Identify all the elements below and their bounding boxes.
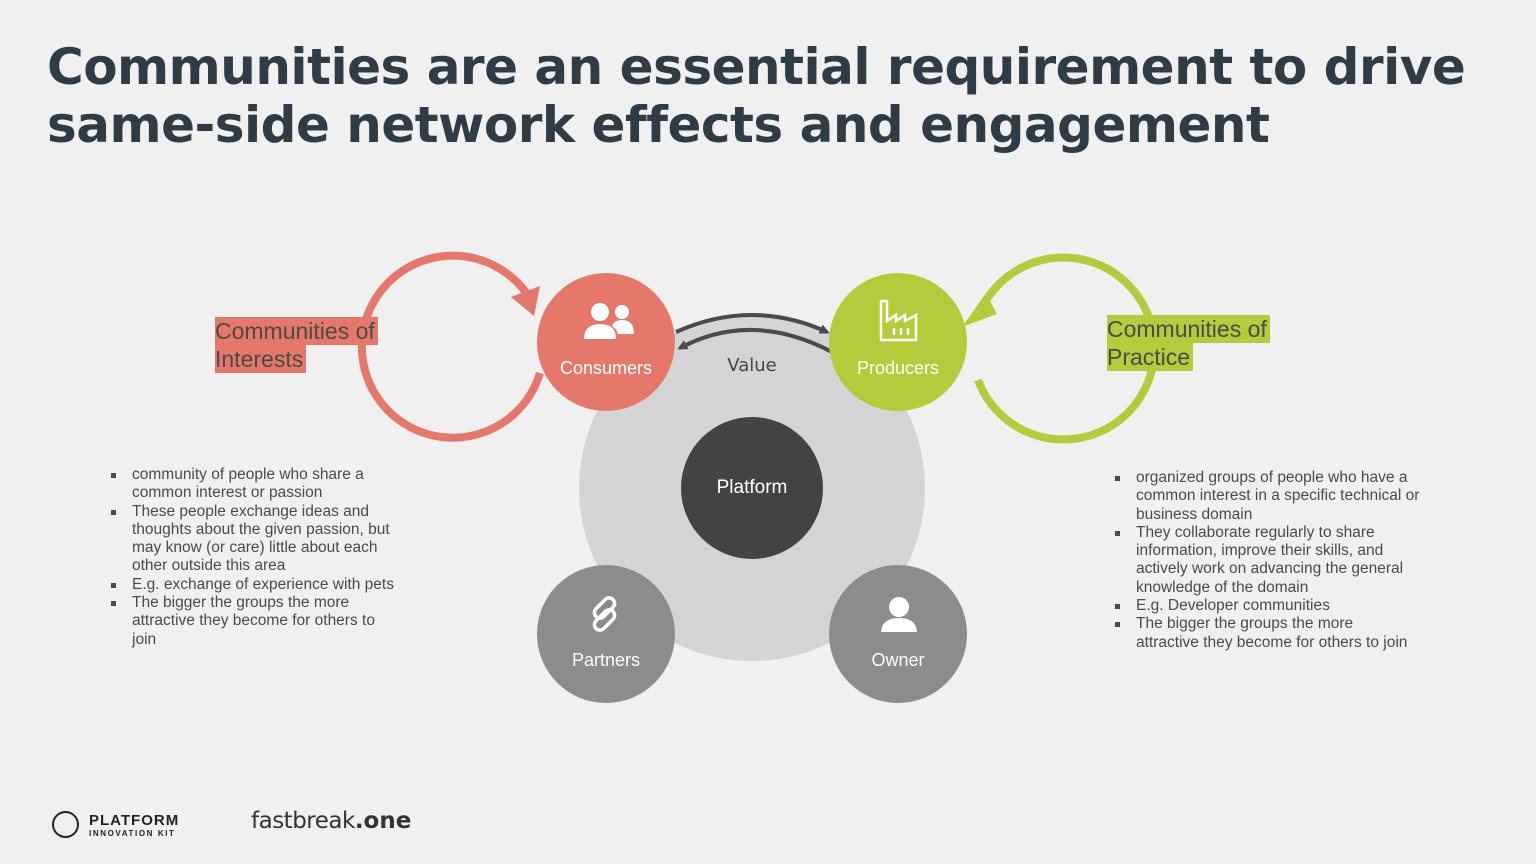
factory-icon [879,299,918,342]
users-icon [584,303,634,339]
interests-bullet-list: community of people who share a common i… [110,466,400,649]
consumers-label: Consumers [560,358,652,378]
list-item: E.g. exchange of experience with pets [110,576,400,594]
platform-label: Platform [717,477,788,498]
link-icon [592,596,617,632]
interests-label-line-2: Interests [215,345,307,373]
circle-logo-icon [52,811,79,838]
consumers-node: Consumers [537,273,675,411]
fastbreak-logo: fastbreak.one [251,808,411,834]
list-item: These people exchange ideas and thoughts… [110,503,400,576]
interests-loop-arrow [357,251,544,442]
practice-label-line-1: Communities of [1107,315,1270,343]
owner-node: Owner [829,565,967,703]
fastbreak-logo-main: fastbreak [251,808,355,834]
list-item: The bigger the groups the more attractiv… [110,594,400,649]
page-title: Communities are an essential requirement… [47,38,1487,154]
list-item: E.g. Developer communities [1114,597,1420,615]
logo-line-2: INNOVATION KIT [89,829,176,838]
platform-node: Platform [681,417,823,559]
practice-bullet-list: organized groups of people who have a co… [1114,469,1420,652]
logo-line-1: PLATFORM [89,812,180,829]
fastbreak-logo-suffix: .one [354,808,412,834]
user-icon [881,597,917,632]
producers-label: Producers [857,358,939,378]
partners-label: Partners [572,650,640,670]
list-item: community of people who share a common i… [110,466,400,503]
title-line-1: Communities are an essential requirement… [47,38,1466,96]
partners-node: Partners [537,565,675,703]
title-line-2: same-side network effects and engagement [47,96,1270,154]
owner-label: Owner [871,650,924,670]
list-item: The bigger the groups the more attractiv… [1114,615,1420,652]
producers-node: Producers [829,273,967,411]
list-item: organized groups of people who have a co… [1114,469,1420,524]
value-label: Value [727,355,776,376]
interests-label-line-1: Communities of [215,317,378,345]
value-exchange-arrows [675,313,833,354]
practice-label: Communities of Practice [1107,315,1270,371]
list-item: They collaborate regularly to share info… [1114,524,1420,597]
practice-label-line-2: Practice [1107,343,1194,371]
interests-label: Communities of Interests [215,317,378,373]
